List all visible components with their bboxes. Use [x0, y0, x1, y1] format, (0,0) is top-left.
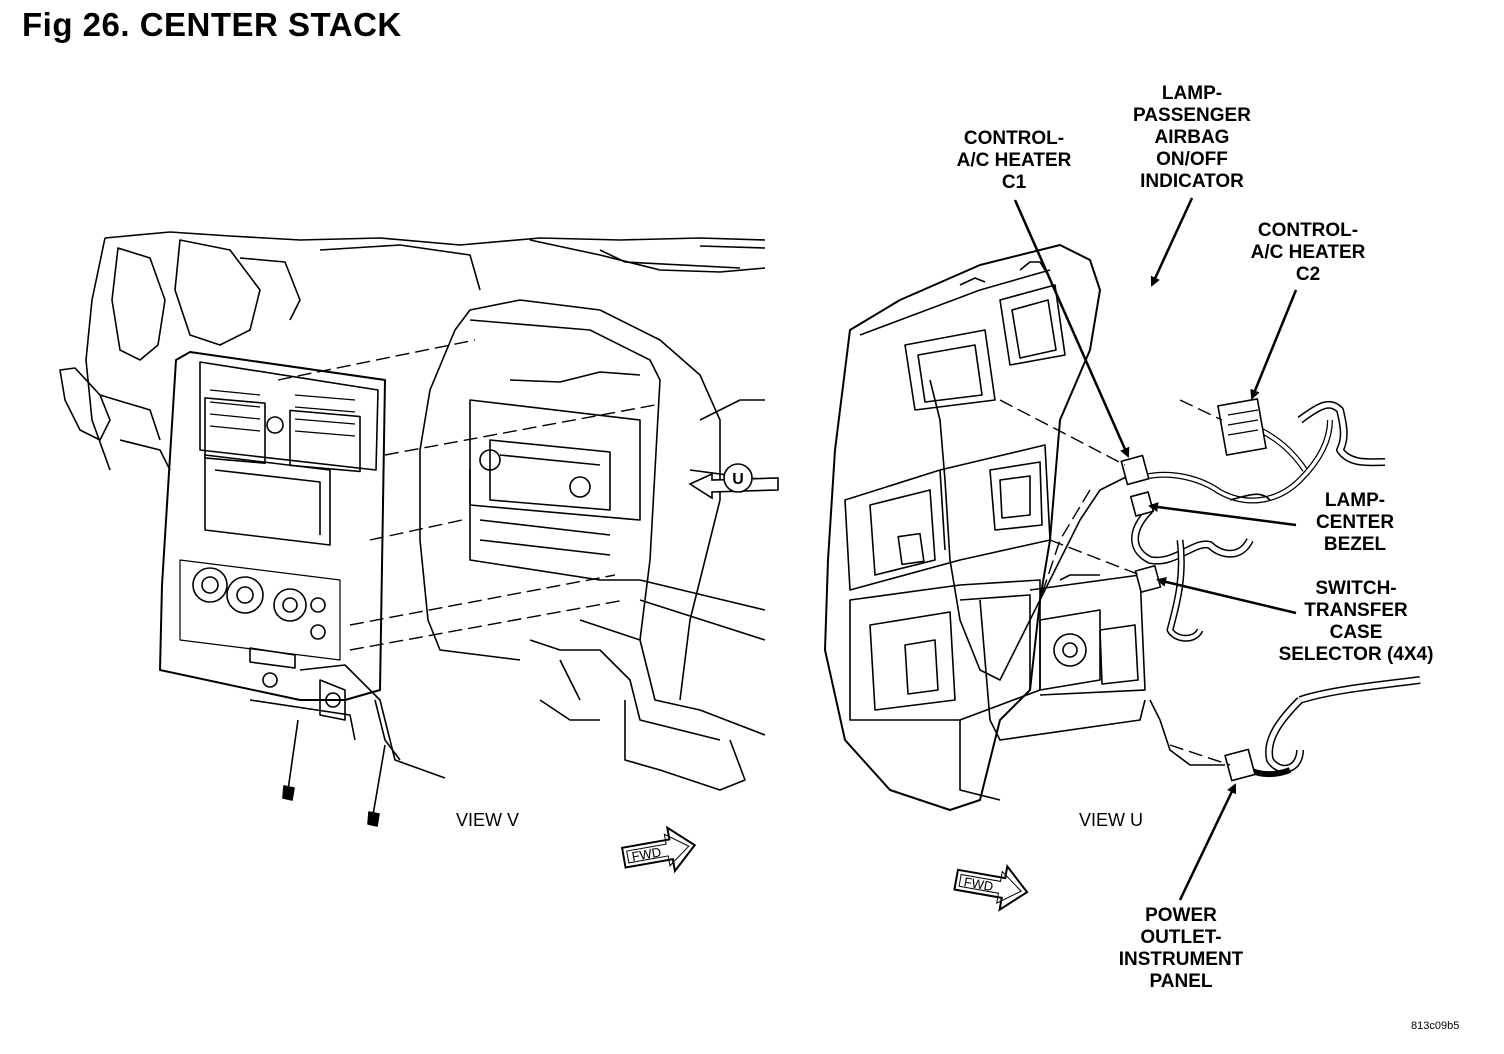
- fwd-arrow-right: FWD: [953, 863, 1029, 912]
- view-v-caption: VIEW V: [456, 810, 520, 830]
- callout-power-outlet: POWER OUTLET- INSTRUMENT PANEL: [1118, 905, 1244, 992]
- callout-control-ac-heater-c2: CONTROL- A/C HEATER C2: [1250, 220, 1366, 285]
- callout-control-ac-heater-c1: CONTROL- A/C HEATER C1: [956, 128, 1072, 193]
- callout-lamp-center-bezel: LAMP- CENTER BEZEL: [1315, 490, 1395, 555]
- fwd-label-left: FWD: [630, 844, 662, 864]
- figure-code: 813c09b5: [1411, 1020, 1460, 1032]
- view-u-drawing: [824, 197, 1421, 901]
- fwd-label-right: FWD: [963, 874, 995, 894]
- figure-title: Fig 26. CENTER STACK: [22, 6, 402, 43]
- view-v-drawing: [59, 231, 766, 827]
- callout-switch-transfer-case: SWITCH- TRANSFER CASE SELECTOR (4X4): [1278, 578, 1434, 665]
- view-u-caption: VIEW U: [1079, 810, 1144, 830]
- view-u-marker: U: [732, 471, 744, 488]
- view-u-direction-arrow: [688, 463, 779, 500]
- fwd-arrow-left: FWD: [620, 825, 697, 874]
- callout-lamp-passenger-airbag: LAMP- PASSENGER AIRBAG ON/OFF INDICATOR: [1133, 83, 1251, 192]
